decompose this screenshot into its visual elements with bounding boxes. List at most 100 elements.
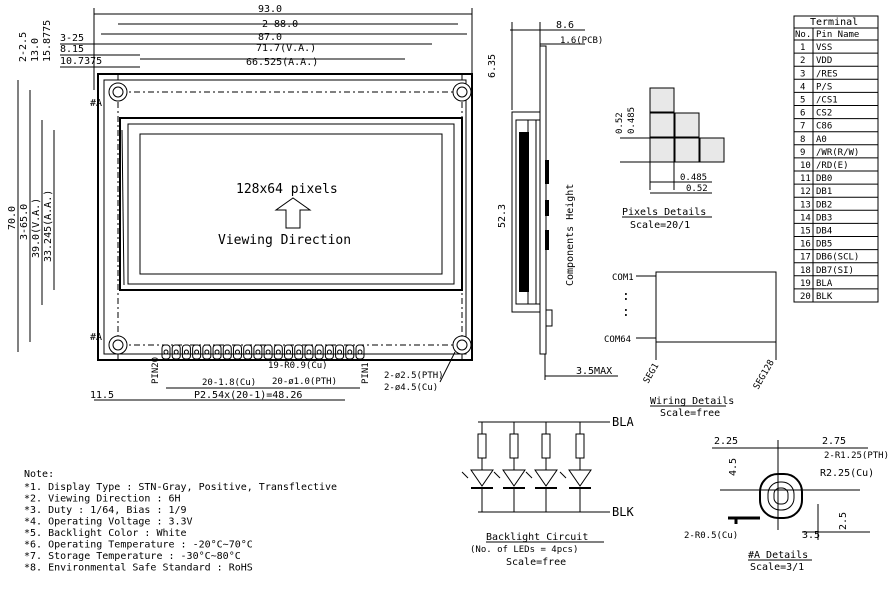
terminal-row-name: CS2	[816, 109, 832, 119]
pin-pad	[314, 344, 324, 360]
note-item: *7. Storage Temperature : -30°C~80°C	[24, 551, 241, 562]
hole-label-a-bottom: #A	[90, 332, 102, 343]
pin-hole	[275, 349, 281, 355]
viewing-direction-label: Viewing Direction	[218, 233, 351, 248]
hole-label-a-top: #A	[90, 98, 102, 109]
terminal-row-no: 9	[800, 148, 805, 158]
dim-52-3: 52.3	[497, 204, 508, 228]
pin-hole	[234, 349, 240, 355]
pin-hole	[357, 349, 363, 355]
pin-hole	[194, 349, 200, 355]
notes: Note: *1. Display Type : STN-Gray, Posit…	[24, 469, 337, 574]
dim-11-5: 11.5	[90, 390, 114, 401]
pin-pad	[273, 344, 283, 360]
pin-pad	[192, 344, 202, 360]
pin-hole	[183, 349, 189, 355]
terminal-row-no: 20	[800, 292, 811, 302]
note-item: *2. Viewing Direction : 6H	[24, 494, 181, 505]
pin-hole	[224, 349, 230, 355]
light-arrow-icon	[493, 471, 501, 479]
pixel-details-scale: Scale=20/1	[630, 220, 690, 231]
terminal-row-no: 5	[800, 96, 805, 106]
pin-pad	[243, 344, 253, 360]
terminal-row-no: 14	[800, 213, 811, 223]
pin-pad	[222, 344, 232, 360]
dim-10-7375: 10.7375	[60, 56, 102, 67]
pin-hole	[255, 349, 261, 355]
pin-pad	[284, 344, 294, 360]
pin-hole	[204, 349, 210, 355]
terminal-row-no: 7	[800, 122, 805, 132]
pin-header	[161, 344, 365, 360]
a-dim-3-5: 3.5	[802, 530, 820, 541]
dim-3-25: 3-25	[60, 33, 84, 44]
pitch-label: P2.54x(20-1)=48.26	[194, 390, 302, 401]
pin-pad	[212, 344, 222, 360]
backlight-title: Backlight Circuit	[486, 532, 588, 543]
pin-hole	[173, 349, 179, 355]
resistor	[509, 433, 519, 459]
dim-2-88: 2-88.0	[262, 19, 298, 30]
dim-70: 70.0	[7, 206, 18, 230]
dim-1-6-pcb: 1.6(PCB)	[560, 36, 603, 46]
pixel-dim-0-52-h: 0.52	[686, 184, 708, 194]
blk-label: BLK	[612, 505, 634, 519]
terminal-row-no: 8	[800, 135, 805, 145]
dim-6-35: 6.35	[487, 54, 498, 78]
pin-pad	[181, 344, 191, 360]
terminal-row-name: DB1	[816, 187, 832, 197]
pin-holes-label: 19-R0.9(Cu)	[268, 361, 328, 371]
pin-pad	[304, 344, 314, 360]
a-dim-r0-5: 2-R0.5(Cu)	[684, 531, 738, 541]
terminal-row-name: BLA	[816, 279, 833, 289]
terminal-row-no: 17	[800, 253, 811, 263]
note-item: *6. Operating Temperature : -20°C~70°C	[24, 540, 253, 551]
a-details-scale: Scale=3/1	[750, 562, 804, 573]
pin-pth-label: 20-ø1.0(PTH)	[272, 377, 337, 387]
terminal-row-no: 18	[800, 266, 811, 276]
pin-pad	[202, 344, 212, 360]
bla-label: BLA	[612, 415, 634, 429]
terminal-title: Terminal	[810, 17, 858, 28]
led-icon	[470, 469, 494, 487]
terminal-row-name: DB6(SCL)	[816, 253, 859, 263]
terminal-row-name: P/S	[816, 82, 832, 92]
note-item: *1. Display Type : STN-Gray, Positive, T…	[24, 482, 337, 493]
terminal-row-name: C86	[816, 122, 832, 132]
resistor	[575, 433, 585, 459]
dim-71-7: 71.7(V.A.)	[256, 43, 316, 54]
note-item: *3. Duty : 1/64, Bias : 1/9	[24, 505, 187, 516]
a-dim-2-25: 2.25	[714, 436, 738, 447]
terminal-row-name: VSS	[816, 43, 832, 53]
mounting-hole-top-left	[108, 82, 128, 102]
backlight-scale: Scale=free	[506, 557, 566, 568]
terminal-row-no: 19	[800, 279, 811, 289]
pin-hole	[306, 349, 312, 355]
led-icon	[534, 469, 558, 487]
terminal-row-no: 2	[800, 56, 805, 66]
pin-pad	[232, 344, 242, 360]
seg1-label: SEG1	[642, 362, 662, 386]
dim-3-5-max: 3.5MAX	[576, 366, 612, 377]
seg128-label: SEG128	[752, 358, 777, 391]
a-dim-r1-25: 2-R1.25(PTH)	[824, 451, 889, 461]
pin-pad	[335, 344, 345, 360]
terminal-row-name: DB3	[816, 213, 832, 223]
front-view: 93.0 2-88.0 87.0 71.7(V.A.) 66.525(A.A.)…	[7, 4, 473, 401]
terminal-row-name: DB7(SI)	[816, 266, 854, 276]
mounting-hole-bottom-left	[108, 335, 128, 355]
terminal-row-no: 15	[800, 227, 811, 237]
pin-hole	[296, 349, 302, 355]
pin-pad	[345, 344, 355, 360]
pin-cu-label: 20-1.8(Cu)	[202, 378, 256, 388]
terminal-col-no: No.	[795, 30, 811, 40]
note-item: *5. Backlight Color : White	[24, 528, 187, 539]
led-icon	[568, 469, 592, 487]
pixel-dim-0-485-v: 0.485	[627, 107, 637, 134]
terminal-row-name: BLK	[816, 292, 833, 302]
light-arrow-icon	[525, 471, 533, 479]
pin-pad	[355, 344, 365, 360]
note-item: *8. Environmental Safe Standard : RoHS	[24, 563, 253, 574]
pin-pad	[324, 344, 334, 360]
dim-39-va: 39.0(V.A.)	[31, 198, 42, 258]
